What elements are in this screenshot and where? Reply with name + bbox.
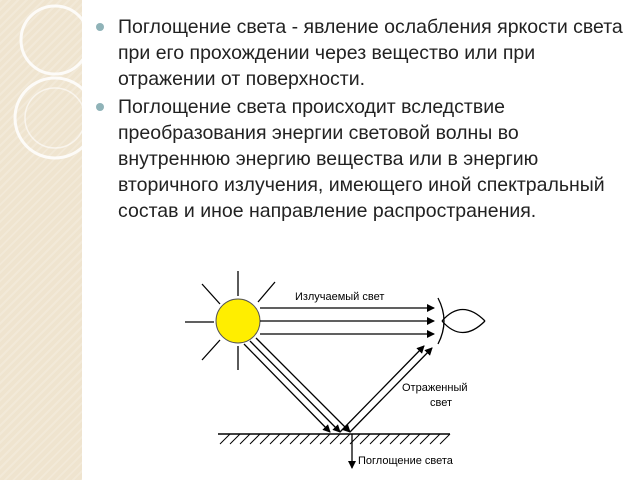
sun-rays bbox=[185, 271, 276, 370]
bullet-list: Поглощение света - явление ослабления яр… bbox=[96, 14, 626, 226]
light-absorption-diagram: Излучаемый свет Отраженный свет bbox=[185, 271, 486, 469]
sun-icon bbox=[215, 298, 261, 344]
bullet-item: Поглощение света происходит вследствие п… bbox=[96, 94, 626, 224]
bullet-icon bbox=[96, 103, 104, 111]
absorption-label: Поглощение света bbox=[358, 455, 454, 467]
emitted-rays bbox=[260, 304, 435, 338]
deco-ring-2 bbox=[13, 76, 82, 160]
reflected-light-label-line1: Отраженный bbox=[402, 382, 468, 394]
deco-ring-1 bbox=[19, 4, 82, 76]
deco-ring-3 bbox=[24, 87, 82, 149]
bullet-icon bbox=[96, 23, 104, 31]
reflected-rays bbox=[339, 345, 433, 433]
decorative-rings bbox=[13, 4, 82, 160]
eye-icon bbox=[437, 297, 486, 345]
reflected-light-label-line2: свет bbox=[430, 397, 452, 409]
decorative-side-strip bbox=[0, 0, 82, 480]
bullet-text-1: Поглощение света - явление ослабления яр… bbox=[118, 16, 623, 90]
bullet-text-2: Поглощение света происходит вследствие п… bbox=[118, 96, 605, 222]
surface-hatching bbox=[219, 433, 451, 445]
bullet-item: Поглощение света - явление ослабления яр… bbox=[96, 14, 626, 92]
emitted-light-label: Излучаемый свет bbox=[295, 291, 384, 303]
incident-rays bbox=[243, 337, 351, 433]
